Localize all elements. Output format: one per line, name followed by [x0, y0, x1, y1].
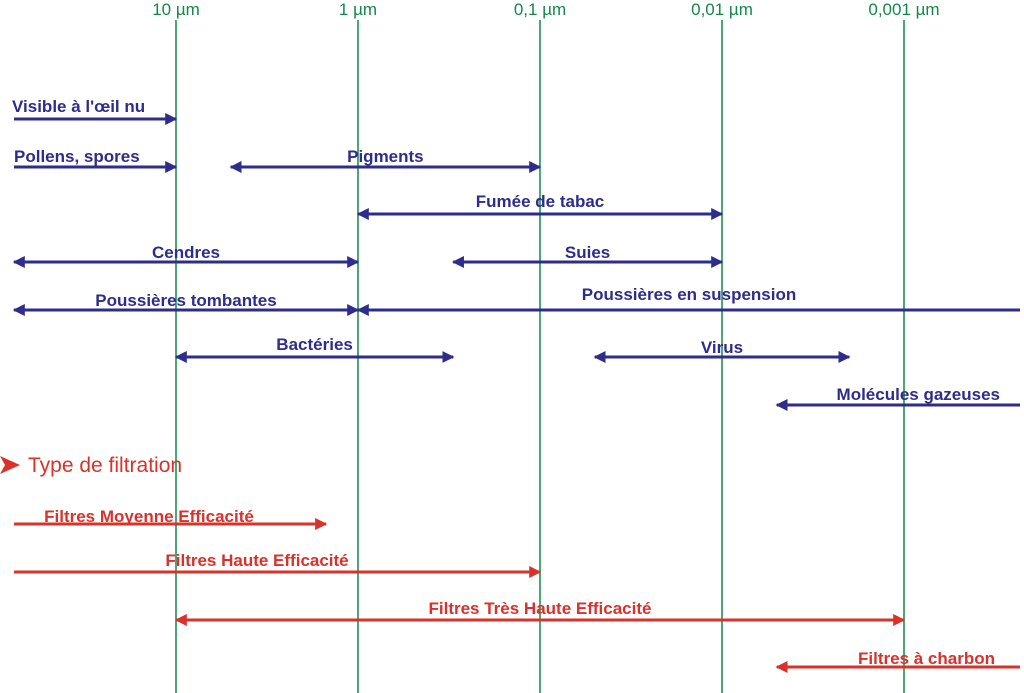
filter-label: Filtres Moyenne Efficacité	[44, 507, 254, 526]
particle-label: Virus	[701, 338, 743, 357]
scale-gridlines	[175, 20, 905, 693]
tick-label: 0,1 µm	[514, 0, 566, 19]
particle-label: Poussières en suspension	[582, 285, 796, 304]
filter-range: Filtres Haute Efficacité	[14, 551, 542, 578]
scale-tick-labels: 10 µm 1 µm 0,1 µm 0,01 µm 0,001 µm	[152, 0, 939, 19]
particle-label: Pollens, spores	[14, 147, 140, 166]
particle-label: Bactéries	[276, 335, 353, 354]
filter-range: Filtres Très Haute Efficacité	[174, 599, 906, 626]
particle-ranges: Visible à l'œil nu Pollens, spores Pigment…	[12, 97, 1020, 411]
particle-range: Visible à l'œil nu	[12, 97, 178, 125]
particle-label: Visible à l'œil nu	[12, 97, 145, 116]
particle-label: Fumée de tabac	[476, 192, 605, 211]
filter-label: Filtres Très Haute Efficacité	[429, 599, 652, 618]
particle-label: Molécules gazeuses	[837, 385, 1000, 404]
particle-label: Poussières tombantes	[95, 291, 276, 310]
filter-label: Filtres Haute Efficacité	[165, 551, 348, 570]
tick-label: 0,001 µm	[868, 0, 939, 19]
tick-label: 10 µm	[152, 0, 200, 19]
particle-label: Cendres	[152, 243, 220, 262]
filtration-heading-text: Type de filtration	[28, 454, 182, 477]
tick-label: 1 µm	[339, 0, 377, 19]
particle-range: Bactéries	[174, 335, 455, 363]
tick-label: 0,01 µm	[691, 0, 753, 19]
particle-range: Pigments	[229, 147, 542, 173]
particle-range: Suies	[451, 243, 724, 268]
particle-range: Molécules gazeuses	[775, 385, 1020, 411]
particle-range: Virus	[593, 338, 851, 363]
particle-label: Suies	[565, 243, 610, 262]
particle-range: Poussières en suspension	[356, 285, 1020, 316]
arrow-bullet-icon	[0, 456, 20, 474]
filter-range: Filtres Moyenne Efficacité	[14, 507, 328, 530]
filter-label: Filtres à charbon	[858, 649, 995, 668]
filter-range: Filtres à charbon	[775, 649, 1020, 673]
particle-range: Pollens, spores	[14, 147, 178, 173]
particle-label: Pigments	[347, 147, 424, 166]
filtration-heading: Type de filtration	[0, 454, 182, 477]
particle-range: Fumée de tabac	[356, 192, 724, 220]
particle-range: Poussières tombantes	[12, 291, 360, 316]
particle-range: Cendres	[12, 243, 360, 268]
